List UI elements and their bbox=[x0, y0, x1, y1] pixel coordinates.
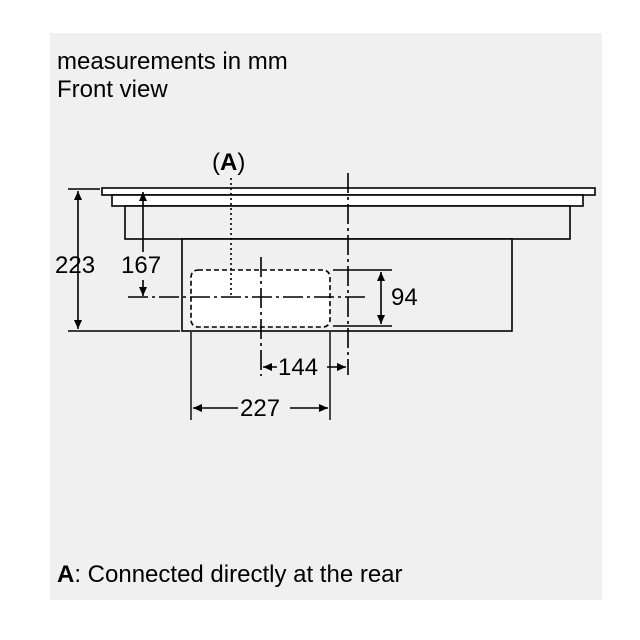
dim-223-label: 223 bbox=[55, 252, 95, 279]
dim-94-label: 94 bbox=[391, 284, 418, 311]
legend-note: A: Connected directly at the rear bbox=[57, 563, 403, 587]
callout-letter: A bbox=[220, 149, 237, 176]
legend-text: : Connected directly at the rear bbox=[74, 561, 403, 588]
dim-227-label: 227 bbox=[240, 395, 280, 422]
dim-227-label-bg bbox=[238, 395, 290, 421]
dim-144-label-bg bbox=[277, 354, 327, 380]
legend-key: A bbox=[57, 561, 75, 588]
units-note: measurements in mm bbox=[57, 48, 288, 75]
callout-open-paren: ( bbox=[212, 149, 220, 176]
callout-close-paren: ) bbox=[237, 149, 245, 176]
dim-167-label: 167 bbox=[121, 252, 161, 279]
view-title: Front view bbox=[57, 76, 168, 103]
callout-a-label: (A) bbox=[212, 149, 245, 176]
dim-167-label-bg bbox=[118, 252, 166, 280]
dim-144-label: 144 bbox=[278, 354, 318, 381]
